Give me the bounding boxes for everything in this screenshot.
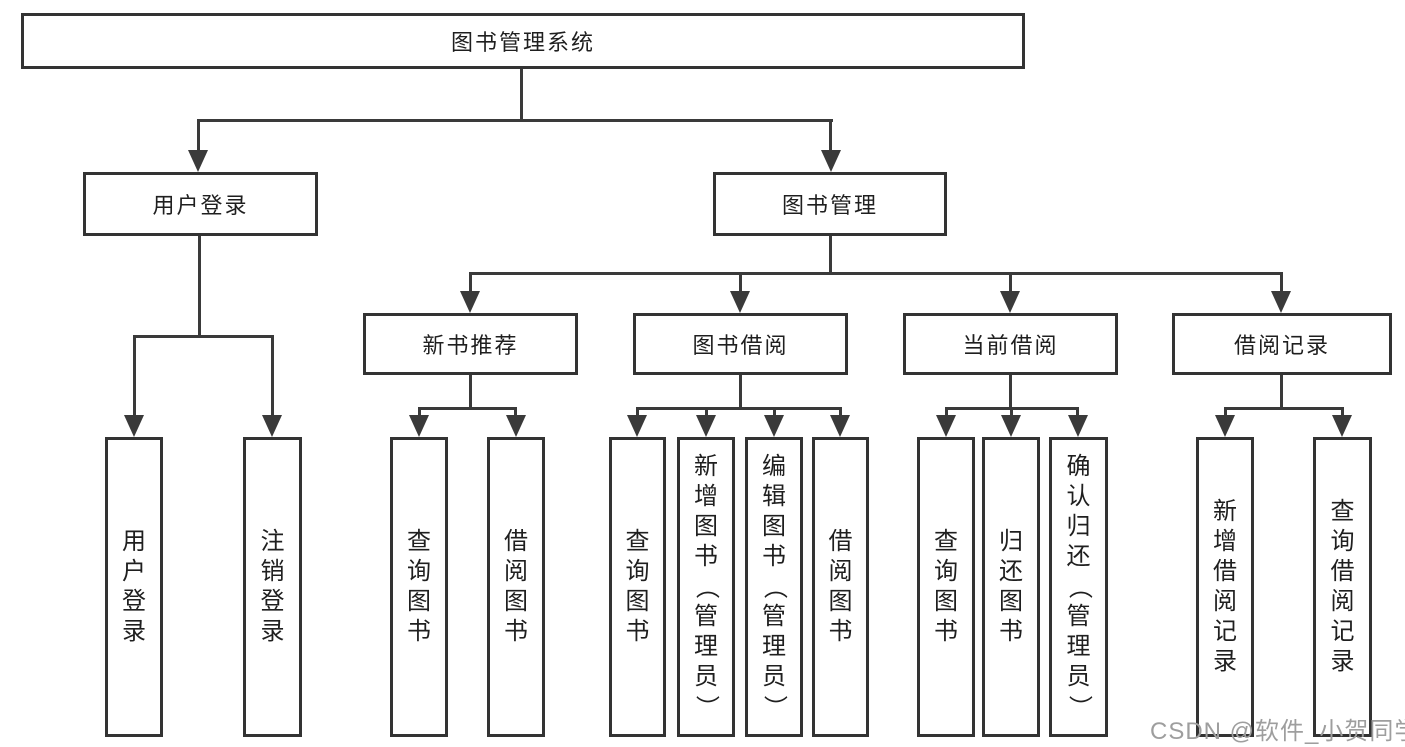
arrowhead-icon xyxy=(506,415,526,437)
leaf-recommend-borrow-books-label: 借阅图书 xyxy=(504,528,528,645)
connector-line xyxy=(1280,375,1283,407)
leaf-query-borrow-record-label: 查询借阅记录 xyxy=(1330,498,1355,675)
leaf-borrow-query-books-label: 查询图书 xyxy=(625,528,650,645)
connector-line xyxy=(271,335,274,415)
node-root-label: 图书管理系统 xyxy=(450,30,595,55)
connector-line xyxy=(418,407,421,415)
connector-line xyxy=(773,407,776,415)
leaf-add-borrow-record: 新增借阅记录 xyxy=(1196,437,1254,737)
arrowhead-icon xyxy=(1000,291,1020,313)
connector-line xyxy=(1010,407,1013,415)
node-borrow-records-label: 借阅记录 xyxy=(1233,333,1330,358)
connector-line xyxy=(1009,272,1012,291)
leaf-confirm-return-admin: 确认归还（管理员） xyxy=(1049,437,1108,737)
arrowhead-icon xyxy=(821,150,841,172)
connector-line xyxy=(133,335,136,415)
leaf-confirm-return-admin-label: 确认归还（管理员） xyxy=(1065,453,1093,719)
arrowhead-icon xyxy=(124,415,144,437)
node-root: 图书管理系统 xyxy=(21,13,1025,69)
arrowhead-icon xyxy=(460,291,480,313)
leaf-return-books: 归还图书 xyxy=(982,437,1040,737)
node-book-borrow-label: 图书借阅 xyxy=(692,333,789,358)
arrowhead-icon xyxy=(764,415,784,437)
leaf-user-login: 用户登录 xyxy=(105,437,163,737)
arrowhead-icon xyxy=(830,415,850,437)
connector-line xyxy=(418,407,517,410)
leaf-recommend-query-books: 查询图书 xyxy=(390,437,448,737)
connector-line xyxy=(197,119,200,150)
node-book-borrow: 图书借阅 xyxy=(633,313,848,375)
connector-line xyxy=(197,119,833,122)
connector-line xyxy=(469,272,472,291)
connector-line xyxy=(1076,407,1079,415)
arrowhead-icon xyxy=(627,415,647,437)
node-new-book-recommend: 新书推荐 xyxy=(363,313,578,375)
node-current-borrow: 当前借阅 xyxy=(903,313,1118,375)
node-book-management: 图书管理 xyxy=(713,172,947,236)
leaf-edit-books-admin-label: 编辑图书（管理员） xyxy=(761,453,788,719)
connector-line xyxy=(520,69,523,119)
leaf-add-borrow-record-label: 新增借阅记录 xyxy=(1213,498,1237,675)
connector-line xyxy=(469,375,472,407)
leaf-borrow-books-label: 借阅图书 xyxy=(828,528,853,645)
arrowhead-icon xyxy=(936,415,956,437)
connector-line xyxy=(636,407,639,415)
arrowhead-icon xyxy=(1271,291,1291,313)
leaf-return-books-label: 归还图书 xyxy=(999,528,1023,645)
leaf-add-books-admin-label: 新增图书（管理员） xyxy=(693,453,720,719)
connector-line xyxy=(1224,407,1344,410)
arrowhead-icon xyxy=(696,415,716,437)
leaf-current-query-books-label: 查询图书 xyxy=(934,528,958,645)
connector-line xyxy=(469,272,1283,275)
node-book-management-label: 图书管理 xyxy=(781,193,878,218)
leaf-logout-label: 注销登录 xyxy=(260,528,285,645)
connector-line xyxy=(1341,407,1344,415)
connector-line xyxy=(133,335,274,338)
connector-line xyxy=(514,407,517,415)
arrowhead-icon xyxy=(1068,415,1088,437)
csdn-watermark: CSDN @软件_小贺同学 xyxy=(1150,718,1405,745)
leaf-recommend-borrow-books: 借阅图书 xyxy=(487,437,545,737)
leaf-borrow-books: 借阅图书 xyxy=(812,437,869,737)
connector-line xyxy=(198,236,201,335)
arrowhead-icon xyxy=(1332,415,1352,437)
node-borrow-records: 借阅记录 xyxy=(1172,313,1392,375)
node-user-login: 用户登录 xyxy=(83,172,318,236)
connector-line xyxy=(1280,272,1283,291)
connector-line xyxy=(839,407,842,415)
arrowhead-icon xyxy=(262,415,282,437)
connector-line xyxy=(1009,375,1012,407)
leaf-add-books-admin: 新增图书（管理员） xyxy=(677,437,735,737)
leaf-current-query-books: 查询图书 xyxy=(917,437,975,737)
arrowhead-icon xyxy=(1215,415,1235,437)
leaf-query-borrow-record: 查询借阅记录 xyxy=(1313,437,1372,737)
leaf-borrow-query-books: 查询图书 xyxy=(609,437,666,737)
connector-line xyxy=(705,407,708,415)
connector-line xyxy=(1224,407,1227,415)
node-current-borrow-label: 当前借阅 xyxy=(962,333,1059,358)
arrowhead-icon xyxy=(730,291,750,313)
leaf-logout: 注销登录 xyxy=(243,437,302,737)
connector-line xyxy=(739,375,742,407)
connector-line xyxy=(945,407,948,415)
connector-line xyxy=(829,119,832,150)
connector-line xyxy=(636,407,842,410)
node-new-book-recommend-label: 新书推荐 xyxy=(422,333,519,358)
arrowhead-icon xyxy=(409,415,429,437)
node-user-login-label: 用户登录 xyxy=(152,193,249,218)
connector-line xyxy=(739,272,742,291)
leaf-recommend-query-books-label: 查询图书 xyxy=(407,528,431,645)
leaf-edit-books-admin: 编辑图书（管理员） xyxy=(745,437,803,737)
arrowhead-icon xyxy=(1001,415,1021,437)
arrowhead-icon xyxy=(188,150,208,172)
connector-line xyxy=(829,236,832,272)
leaf-user-login-label: 用户登录 xyxy=(122,528,146,645)
